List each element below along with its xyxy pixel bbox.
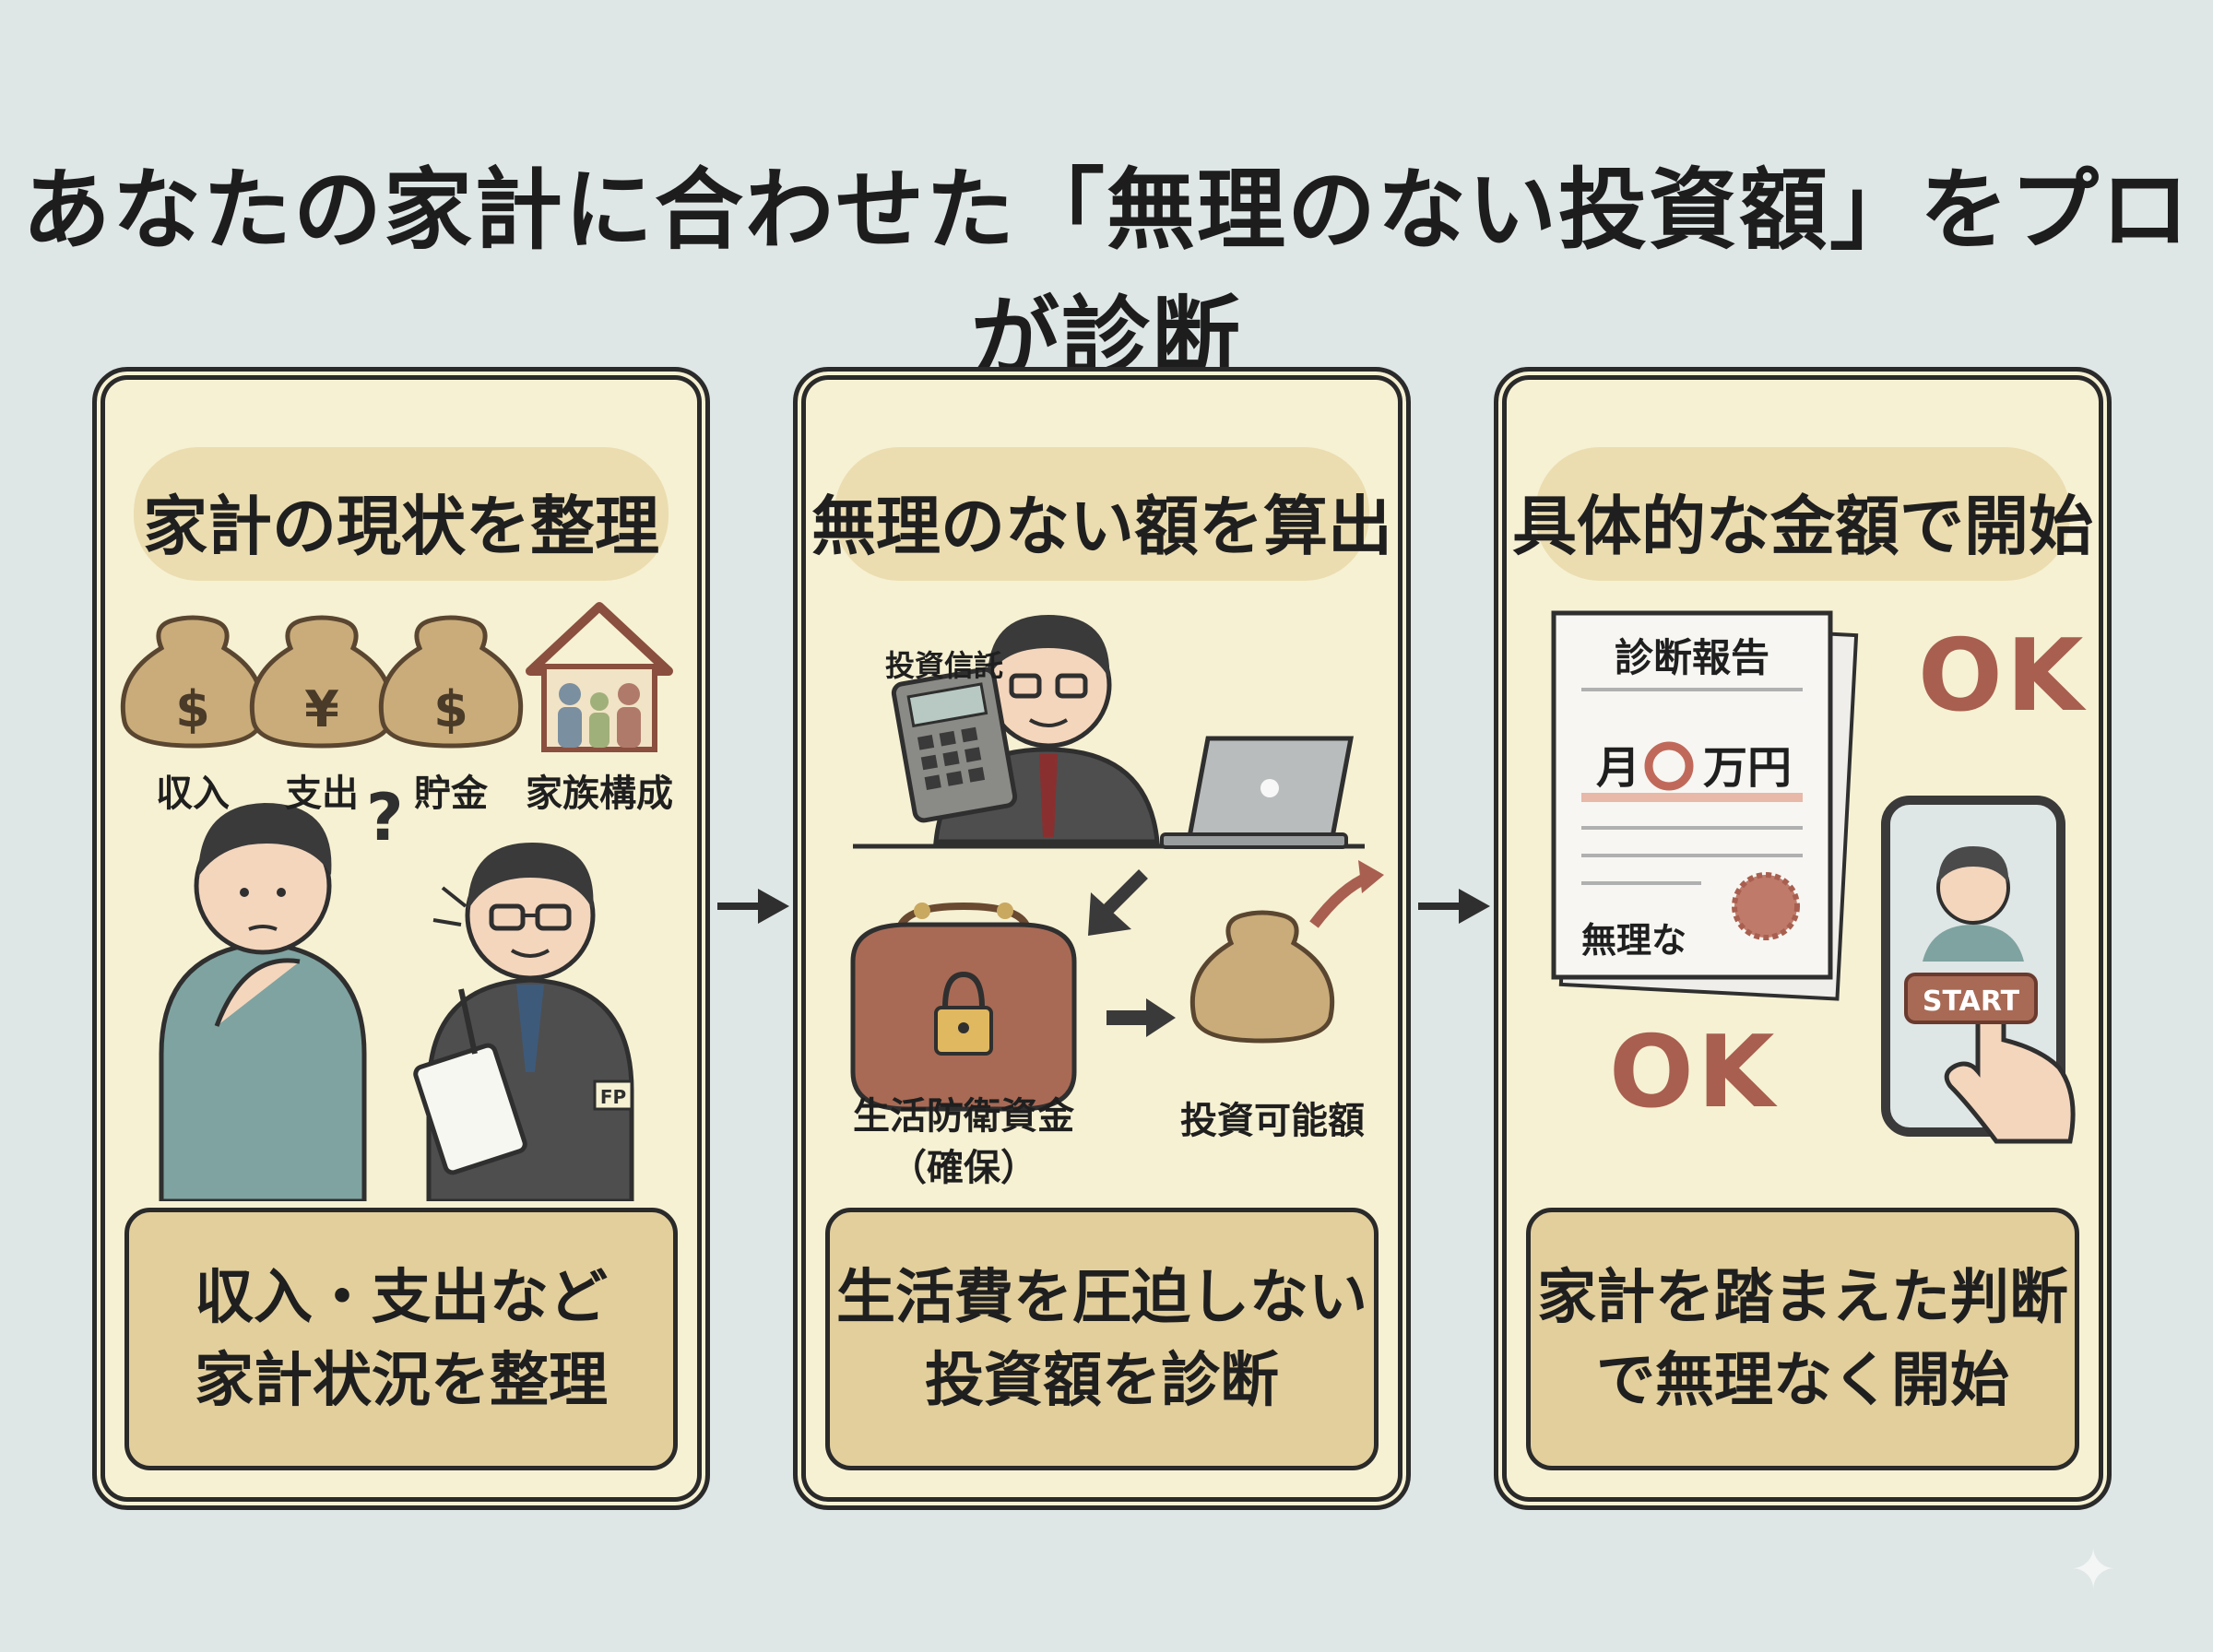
svg-text:万円: 万円 [1703, 742, 1792, 794]
financial-planner-illustration: FP [413, 843, 634, 1201]
step-panel-organize: 家計の現状を整理 $ ¥ $ [92, 367, 710, 1510]
callout-line-2: 投資額を診断 [925, 1347, 1279, 1415]
money-bag-icon: $ [378, 615, 524, 749]
step-panel-start: 具体的な金額で開始 診断報告 月 万円 無理な [1494, 367, 2112, 1510]
callout-text: 収入・支出など 家計状況を整理 [97, 1257, 705, 1422]
purse-lock-icon [850, 902, 1077, 1112]
arrow-right-icon [1418, 889, 1490, 924]
svg-text:月: 月 [1596, 742, 1640, 794]
money-bag-icon: ¥ [249, 615, 395, 749]
label-investable-amount: 投資可能額 [1180, 1100, 1365, 1142]
start-button[interactable]: START [1904, 973, 2038, 1024]
arrow-down-left-icon [1088, 869, 1148, 936]
svg-text:無理な: 無理な [1581, 920, 1686, 961]
callout-line-1: 生活費を圧迫しない [836, 1264, 1367, 1332]
panel-heading: 具体的な金額で開始 [1512, 489, 2093, 564]
label-income: 収入 [156, 773, 230, 815]
svg-text:$: $ [433, 680, 468, 738]
money-bag-growth-icon [1189, 860, 1384, 1044]
callout-line-2: で無理なく開始 [1596, 1347, 2009, 1415]
heading-background [834, 447, 1369, 581]
svg-text:診断報告: 診断報告 [1615, 635, 1769, 680]
laptop-icon [1160, 736, 1355, 849]
label-expense: 支出 [285, 773, 359, 815]
label-savings: 貯金 [414, 773, 488, 815]
heading-background [1535, 447, 2070, 581]
callout-box [1526, 1208, 2079, 1470]
report-document-icon: 診断報告 月 万円 無理な [1551, 610, 1859, 1001]
page-title: あなたの家計に合わせた「無理のない投資額」をプロが診断 [22, 159, 2191, 390]
heading-background [134, 447, 669, 581]
money-bag-icon: $ [120, 615, 266, 749]
start-illustration: 診断報告 月 万円 無理な [1551, 610, 2076, 1144]
house-family-icon [526, 602, 673, 752]
sparkle-icon: ✦ [2070, 1538, 2117, 1602]
calculation-illustration: 投資信託 [850, 615, 1384, 1112]
callout-line-1: 家計を踏まえた判断 [1537, 1264, 2068, 1332]
panel-heading: 家計の現状を整理 [143, 489, 659, 564]
step-panel-calculate: 無理のない額を算出 投資信託 [793, 367, 1411, 1510]
svg-text:FP: FP [600, 1086, 626, 1108]
calculator-icon: 投資信託 [885, 648, 1018, 823]
callout-line-1: 収入・支出など [195, 1264, 608, 1332]
household-illustration: $ ¥ $ ? [120, 602, 673, 1201]
ok-mark: OK [1918, 619, 2088, 734]
svg-text:¥: ¥ [304, 680, 339, 738]
svg-text:?: ? [366, 780, 404, 856]
panel-heading: 無理のない額を算出 [811, 489, 1392, 564]
svg-text:投資信託: 投資信託 [885, 648, 1003, 683]
label-family: 家族構成 [526, 773, 673, 815]
callout-line-2: 家計状況を整理 [195, 1347, 608, 1415]
ok-mark: OK [1609, 1015, 1779, 1130]
label-emergency-fund: 生活防衛資金 （確保） [853, 1095, 1074, 1189]
arrow-right-icon [717, 889, 789, 924]
arrow-right-icon [1106, 998, 1176, 1037]
callout-box [825, 1208, 1379, 1470]
callout-text: 家計を踏まえた判断 で無理なく開始 [1498, 1257, 2107, 1422]
svg-text:$: $ [175, 680, 210, 738]
client-thinking-illustration: ? [159, 780, 404, 1201]
callout-box [124, 1208, 678, 1470]
callout-text: 生活費を圧迫しない 投資額を診断 [798, 1257, 1406, 1422]
